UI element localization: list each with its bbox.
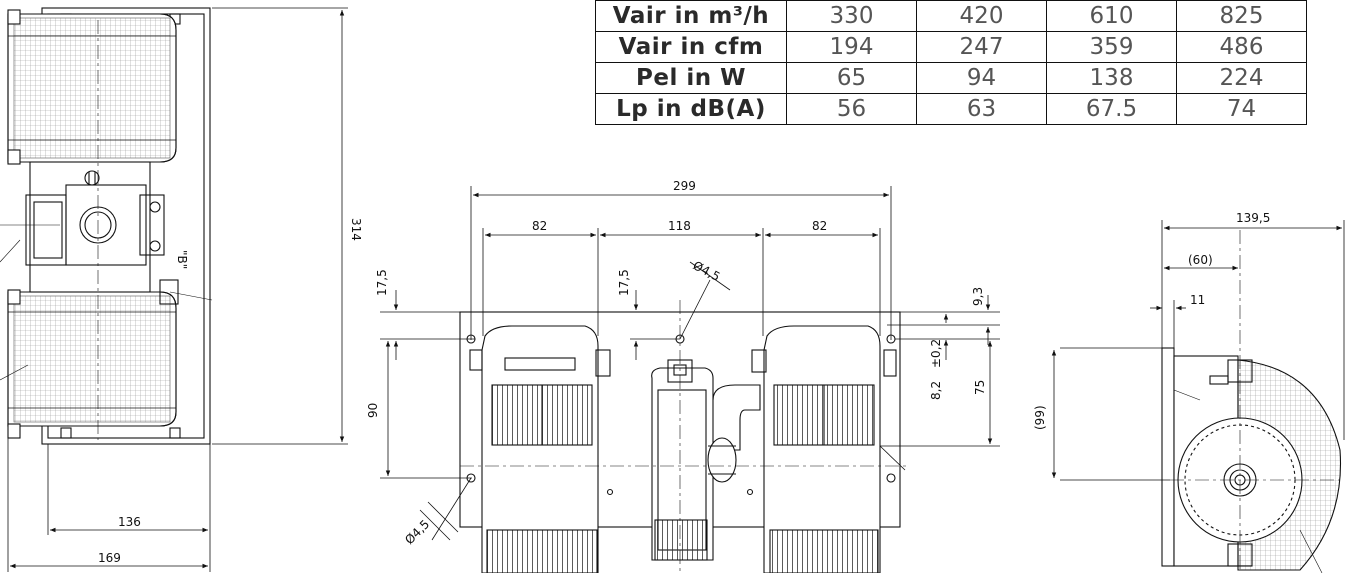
dimension-label: 8,2 [929, 381, 943, 400]
dimension-label: 11 [1190, 293, 1205, 307]
dimension-label: 136 [118, 515, 141, 529]
table-cell: 486 [1176, 31, 1307, 63]
right-side-view [1161, 230, 1342, 573]
front-dimension-lines [380, 186, 1000, 541]
dimension-label: 9,3 [971, 287, 985, 306]
dimension-label: 118 [668, 219, 691, 233]
dimension-label: 82 [812, 219, 827, 233]
dimension-label: 139,5 [1236, 211, 1270, 225]
table-cell: 74 [1176, 93, 1307, 125]
table-row: Lp in dB(A) 56 63 67.5 74 [595, 93, 1307, 125]
dimension-label: 75 [973, 380, 987, 395]
row-label: Vair in m³/h [595, 0, 787, 32]
hole-diameter-label: Ø4,5 [691, 258, 723, 284]
dimension-label: 17,5 [617, 269, 631, 296]
table-cell: 330 [786, 0, 917, 32]
dimension-label: 299 [673, 179, 696, 193]
dimension-height-label: 314 [349, 218, 363, 241]
table-row: Pel in W 65 94 138 224 [595, 62, 1307, 94]
dimension-label: 82 [532, 219, 547, 233]
dimension-label: 169 [98, 551, 121, 565]
table-cell: 56 [786, 93, 917, 125]
row-label: Lp in dB(A) [595, 93, 787, 125]
table-cell: 63 [916, 93, 1047, 125]
row-label: Vair in cfm [595, 31, 787, 63]
dimension-label: 90 [366, 403, 380, 418]
performance-table: Vair in m³/h 330 420 610 825 Vair in cfm… [595, 0, 1307, 125]
table-cell: 420 [916, 0, 1047, 32]
left-dimension-lines [7, 7, 348, 572]
left-side-view [0, 7, 213, 445]
tolerance-label: ±0,2 [929, 339, 943, 368]
table-cell: 65 [786, 62, 917, 94]
row-label: Pel in W [595, 62, 787, 94]
front-view [459, 279, 910, 573]
right-dimension-lines [1051, 220, 1345, 481]
dimension-label: (60) [1188, 253, 1213, 267]
dimension-label: (99) [1033, 405, 1047, 430]
dimension-label: 17,5 [375, 269, 389, 296]
table-cell: 224 [1176, 62, 1307, 94]
hole-diameter-label: Ø4,5 [402, 517, 432, 547]
view-marker-label: "B" [175, 250, 189, 269]
